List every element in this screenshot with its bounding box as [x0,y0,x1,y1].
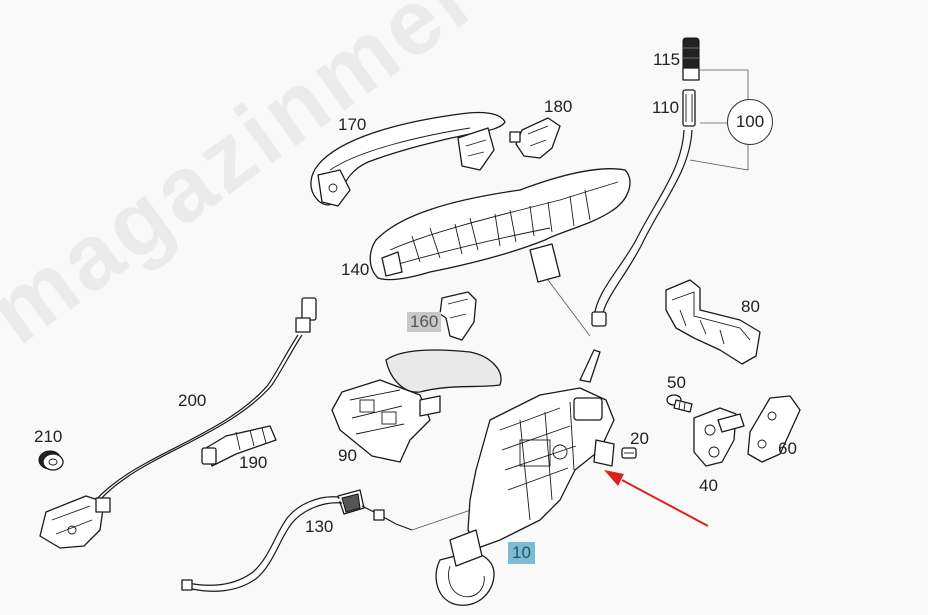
label-60[interactable]: 60 [778,439,797,458]
part-60-plate [747,395,801,463]
part-130-bowden-cable [181,489,501,592]
label-190[interactable]: 190 [239,453,268,472]
label-40[interactable]: 40 [699,476,718,495]
label-210[interactable]: 210 [34,427,63,446]
label-200[interactable]: 200 [178,391,207,410]
part-190-connector [201,425,277,467]
part-200-wiring-harness [89,297,317,509]
pointer-arrow [604,470,709,527]
label-50[interactable]: 50 [667,373,686,392]
part-10-door-latch [435,349,615,606]
label-115[interactable]: 115 [653,50,681,69]
part-40-striker [693,407,745,467]
part-115-cylinder-cap [682,37,700,81]
label-110[interactable]: 110 [652,98,680,117]
part-180-handle-cap [509,117,561,159]
part-90-cover-bracket [331,349,502,463]
part-160-sensor [439,291,477,341]
actuating-rod [591,129,693,327]
label-140[interactable]: 140 [341,260,370,279]
label-130[interactable]: 130 [305,517,334,536]
label-80[interactable]: 80 [741,297,760,316]
part-210-grommet [38,450,64,471]
part-110-lock-insert [682,89,696,127]
label-180[interactable]: 180 [544,97,573,116]
label-160[interactable]: 160 [407,312,442,332]
label-20[interactable]: 20 [630,429,649,448]
group-100-bracket [689,69,749,171]
part-80-gasket [665,279,761,365]
label-170[interactable]: 170 [338,115,367,134]
part-170-outer-handle [310,111,506,207]
part-200-bracket [39,495,111,549]
label-10[interactable]: 10 [508,542,535,564]
part-140-handle-carrier [369,168,631,283]
label-90[interactable]: 90 [338,446,357,465]
label-100[interactable]: 100 [727,99,773,145]
part-50-bolt [666,394,693,413]
part-20-screw [621,447,637,459]
